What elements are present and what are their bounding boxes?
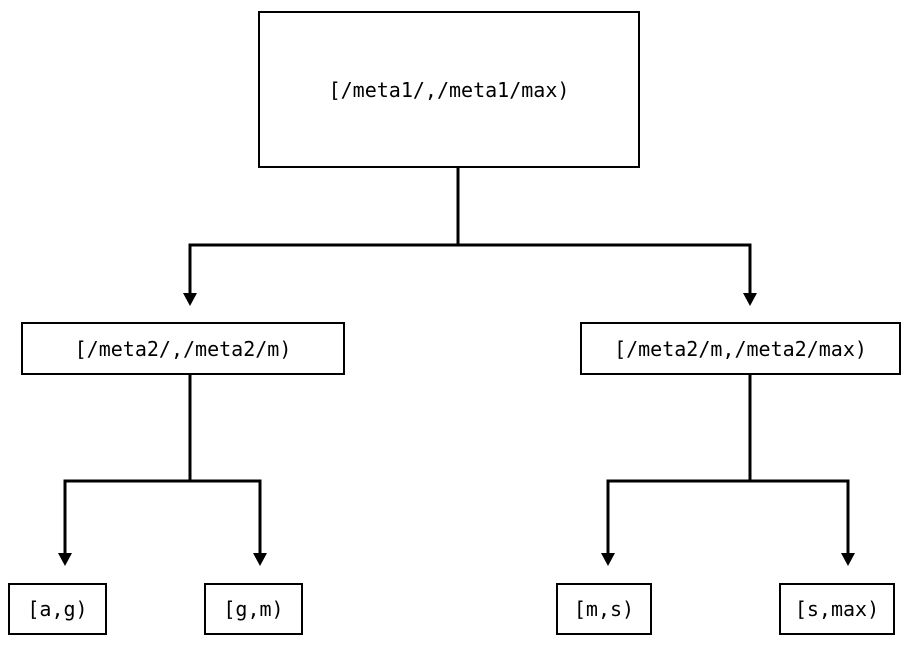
node-leaf-g-m[interactable]: [g,m) (204, 583, 303, 635)
edge-root-to-branch-left-arrowhead-icon (183, 293, 197, 306)
edge-branch-left-to-leaf-a-g-arrowhead-icon (58, 553, 72, 566)
edge-branch-right-to-leaf-m-s (606, 375, 752, 553)
edge-branch-right-to-leaf-m-s-arrowhead-icon (601, 553, 615, 566)
edge-branch-right-to-leaf-s-max (748, 375, 850, 553)
edge-branch-left-to-leaf-a-g (63, 375, 192, 553)
edge-branch-left-to-leaf-g-m-arrowhead-icon (253, 553, 267, 566)
node-leaf-m-s-label: [m,s) (573, 597, 635, 621)
node-root[interactable]: [/meta1/,/meta1/max) (258, 11, 640, 168)
edge-root-to-branch-right (456, 168, 752, 293)
node-leaf-s-max[interactable]: [s,max) (779, 583, 895, 635)
node-leaf-m-s[interactable]: [m,s) (556, 583, 652, 635)
node-branch-left[interactable]: [/meta2/,/meta2/m) (21, 322, 345, 375)
node-leaf-a-g[interactable]: [a,g) (8, 583, 107, 635)
node-leaf-a-g-label: [a,g) (27, 597, 88, 621)
node-branch-left-label: [/meta2/,/meta2/m) (74, 336, 292, 361)
edge-branch-left-to-leaf-g-m (188, 375, 262, 553)
node-leaf-g-m-label: [g,m) (223, 597, 284, 621)
edge-branch-right-to-leaf-s-max-arrowhead-icon (841, 553, 855, 566)
node-branch-right-label: [/meta2/m,/meta2/max) (614, 336, 867, 361)
node-leaf-s-max-label: [s,max) (794, 597, 880, 621)
node-root-label: [/meta1/,/meta1/max) (328, 77, 570, 102)
edge-root-to-branch-right-arrowhead-icon (743, 293, 757, 306)
node-branch-right[interactable]: [/meta2/m,/meta2/max) (580, 322, 901, 375)
edge-root-to-branch-left (188, 168, 460, 293)
